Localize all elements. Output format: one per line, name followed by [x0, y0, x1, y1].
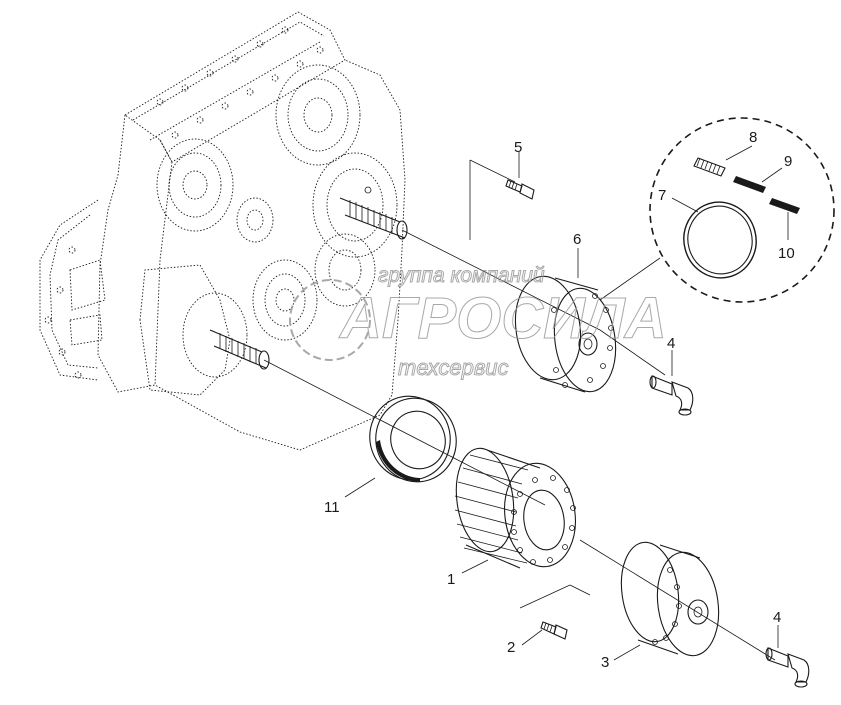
part-11-seal-ring — [369, 395, 457, 483]
callout-10: 10 — [778, 245, 795, 262]
callout-3: 3 — [601, 654, 609, 671]
part-4-elbow-fitting-lower — [765, 647, 810, 688]
callout-leaders — [344, 145, 789, 661]
watermark-line3: техсервис — [398, 355, 509, 380]
detail-view-circle — [599, 117, 835, 303]
watermark-line1: группа компаний — [378, 264, 545, 287]
callout-7: 7 — [658, 187, 666, 204]
callout-8: 8 — [749, 129, 757, 146]
callout-4-upper: 4 — [667, 335, 675, 352]
part-5-bolt — [505, 179, 535, 200]
callout-1: 1 — [447, 571, 455, 588]
watermark-line2: АГРОСИЛА — [338, 286, 667, 351]
watermark: группа компаний АГРОСИЛА техсервис — [289, 264, 667, 381]
part-4-elbow-fitting-upper — [649, 375, 694, 416]
part-1-grooved-pulley — [454, 447, 576, 569]
lower-splined-shaft — [209, 329, 270, 370]
callout-9: 9 — [784, 153, 792, 170]
upper-splined-shaft — [339, 186, 408, 240]
part-6-upper-hub-cover — [514, 275, 617, 393]
assembly-axis-lines — [263, 159, 776, 661]
watermark-gear-icon — [289, 279, 371, 361]
callout-2: 2 — [507, 639, 515, 656]
part-3-lower-hub-cover — [620, 541, 720, 657]
callout-6: 6 — [573, 231, 581, 248]
callout-4-lower: 4 — [773, 609, 781, 626]
gearbox-housing — [39, 11, 406, 451]
part-2-bolt — [540, 621, 568, 640]
callout-5: 5 — [514, 139, 522, 156]
callout-labels: 1 2 3 4 4 5 6 7 8 9 10 11 — [324, 129, 795, 671]
callout-11: 11 — [324, 499, 340, 516]
